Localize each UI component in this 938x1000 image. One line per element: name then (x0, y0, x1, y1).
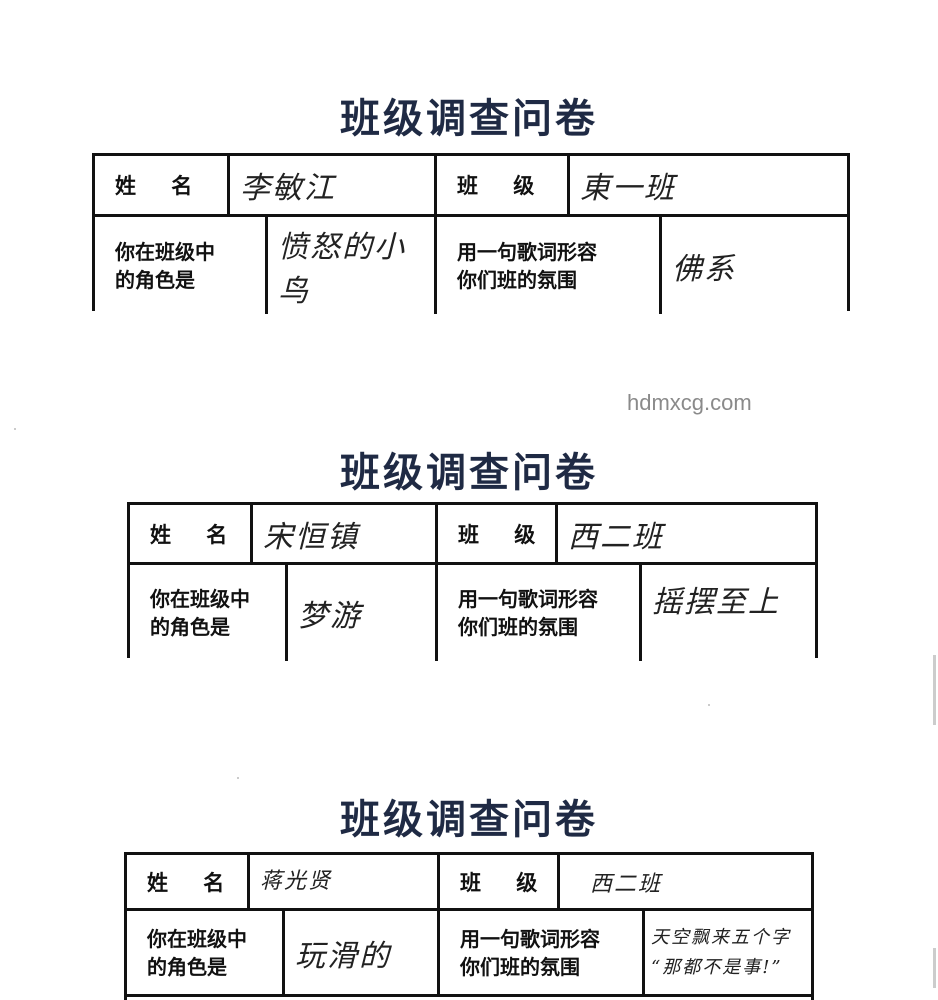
role-row: 你在班级中 的角色是 愤怒的小鸟 用一句歌词形容 你们班的氛围 佛系 (95, 217, 847, 314)
name-row: 姓 名 蒋光贤 班 级 西二班 (127, 855, 811, 911)
class-label: 班 级 (438, 505, 558, 562)
role-label-line-2: 的角色是 (147, 954, 227, 979)
lyric-label: 用一句歌词形容 你们班的氛围 (437, 217, 662, 314)
role-label-line-2: 的角色是 (150, 615, 230, 639)
scan-speck (14, 428, 16, 430)
lyric-value: 天空飘来五个字 “那都不是事!” (645, 911, 811, 994)
lyric-value-line-2: “那都不是事!” (651, 956, 783, 978)
role-label-line-1: 你在班级中 (147, 926, 247, 951)
lyric-label-line-1: 用一句歌词形容 (460, 926, 600, 951)
lyric-label: 用一句歌词形容 你们班的氛围 (438, 565, 642, 661)
name-value: 李敏江 (230, 156, 437, 214)
watermark: hdmxcg.com (627, 390, 752, 415)
role-value: 玩滑的 (285, 911, 440, 994)
role-value: 愤怒的小鸟 (268, 217, 437, 314)
class-label: 班 级 (437, 156, 570, 214)
form-2-title: 班级调查问卷 (340, 450, 598, 496)
role-label: 你在班级中 的角色是 (130, 565, 288, 661)
role-value: 梦游 (288, 565, 438, 661)
class-label: 班 级 (440, 855, 560, 908)
scan-speck (708, 704, 710, 706)
role-row: 你在班级中 的角色是 玩滑的 用一句歌词形容 你们班的氛围 天空飘来五个字 “那… (127, 911, 811, 997)
name-row: 姓 名 宋恒镇 班 级 西二班 (130, 505, 815, 565)
scan-edge-mark (933, 948, 936, 988)
survey-form-3: 姓 名 蒋光贤 班 级 西二班 你在班级中 的角色是 玩滑的 用一句歌词形容 你… (124, 852, 814, 1000)
lyric-label-line-1: 用一句歌词形容 (457, 239, 597, 264)
name-value: 蒋光贤 (250, 855, 440, 908)
survey-form-2: 姓 名 宋恒镇 班 级 西二班 你在班级中 的角色是 梦游 用一句歌词形容 你们… (127, 502, 818, 661)
lyric-label-line-1: 用一句歌词形容 (458, 587, 598, 611)
role-label: 你在班级中 的角色是 (127, 911, 285, 994)
role-label-line-2: 的角色是 (115, 267, 195, 292)
role-label: 你在班级中 的角色是 (95, 217, 268, 314)
scan-speck (237, 777, 239, 779)
lyric-value: 佛系 (672, 251, 736, 287)
lyric-label-line-2: 你们班的氛围 (457, 267, 577, 292)
role-row: 你在班级中 的角色是 梦游 用一句歌词形容 你们班的氛围 摇摆至上 (130, 565, 815, 661)
lyric-value: 摇摆至上 (652, 585, 780, 620)
role-label-line-1: 你在班级中 (150, 587, 250, 611)
lyric-label: 用一句歌词形容 你们班的氛围 (440, 911, 645, 994)
lyric-label-line-2: 你们班的氛围 (460, 954, 580, 979)
lyric-label-line-2: 你们班的氛围 (458, 615, 578, 639)
class-value: 西二班 (590, 871, 663, 897)
survey-form-1: 姓 名 李敏江 班 级 東一班 你在班级中 的角色是 愤怒的小鸟 用一句歌词形容… (92, 153, 850, 314)
lyric-value-line-1: 天空飘来五个字 (651, 926, 791, 948)
scan-edge-mark (933, 655, 936, 725)
form-1-title: 班级调查问卷 (340, 96, 598, 142)
class-value: 東一班 (580, 171, 676, 206)
role-label-line-1: 你在班级中 (115, 239, 215, 264)
name-row: 姓 名 李敏江 班 级 東一班 (95, 156, 847, 217)
class-value: 西二班 (568, 519, 664, 555)
name-label: 姓 名 (95, 156, 230, 214)
name-value: 宋恒镇 (253, 505, 438, 562)
name-label: 姓 名 (127, 855, 250, 908)
name-label: 姓 名 (130, 505, 253, 562)
form-3-title: 班级调查问卷 (340, 797, 598, 843)
